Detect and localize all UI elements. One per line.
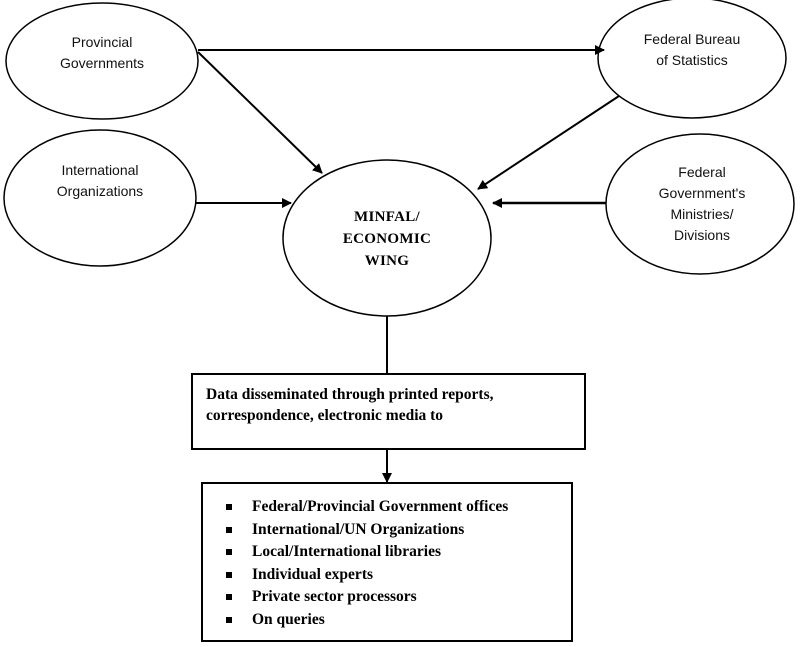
label-line: Government's [658,185,746,201]
list-item-label: Federal/Provincial Government offices [252,498,509,515]
recipients-box [201,482,573,642]
label-line: Federal [678,164,726,180]
label-line: Governments [59,55,145,71]
square-bullet-icon [226,571,232,578]
list-item: Local/International libraries [202,541,572,564]
list-item: On queries [202,609,572,632]
list-item: International/UN Organizations [202,519,572,542]
square-bullet-icon [226,594,232,600]
label-line: of Statistics [656,52,728,68]
node-federal-bureau-of-statistics [597,0,787,119]
list-item: Federal/Provincial Government offices [202,496,572,519]
dissemination-box [191,373,586,450]
list-item-label: International/UN Organizations [252,520,465,538]
label-line: International [61,162,139,178]
label-line: MINFAL/ [354,209,420,225]
provincial-governments-label: Provincial Governments [22,32,182,74]
federal-ministries-label: Federal Government's Ministries/ Divisio… [622,162,782,246]
square-bullet-icon [226,504,232,510]
recipients-list: Federal/Provincial Government offices In… [202,496,572,631]
minfal-economic-wing-label: MINFAL/ ECONOMIC WING [307,206,467,272]
list-item-label: Individual experts [252,565,374,583]
edge-fbs-to-center [477,95,620,190]
square-bullet-icon [226,526,232,533]
list-item-label: On queries [252,610,325,628]
list-item: Private sector processors [202,586,572,609]
text-line: Data disseminated through printed report… [206,386,494,403]
label-line: WING [364,253,410,269]
dissemination-text: Data disseminated through printed report… [206,384,581,426]
text-line: correspondence, electronic media to [206,407,444,424]
list-item-label: Private sector processors [252,588,417,605]
square-bullet-icon [226,616,232,623]
node-international-organizations [3,129,197,267]
label-line: Ministries/ [670,206,734,222]
federal-bureau-label: Federal Bureau of Statistics [612,29,772,71]
edge-provincial-to-center [197,51,323,174]
label-line: Federal Bureau [643,31,741,47]
list-item: Individual experts [202,564,572,587]
label-line: ECONOMIC [342,231,432,247]
label-line: Organizations [56,183,144,199]
label-line: Provincial [71,34,133,50]
international-organizations-label: International Organizations [20,160,180,202]
node-provincial-governments [5,2,199,120]
list-item-label: Local/International libraries [252,543,442,560]
square-bullet-icon [226,549,232,555]
label-line: Divisions [673,227,730,243]
